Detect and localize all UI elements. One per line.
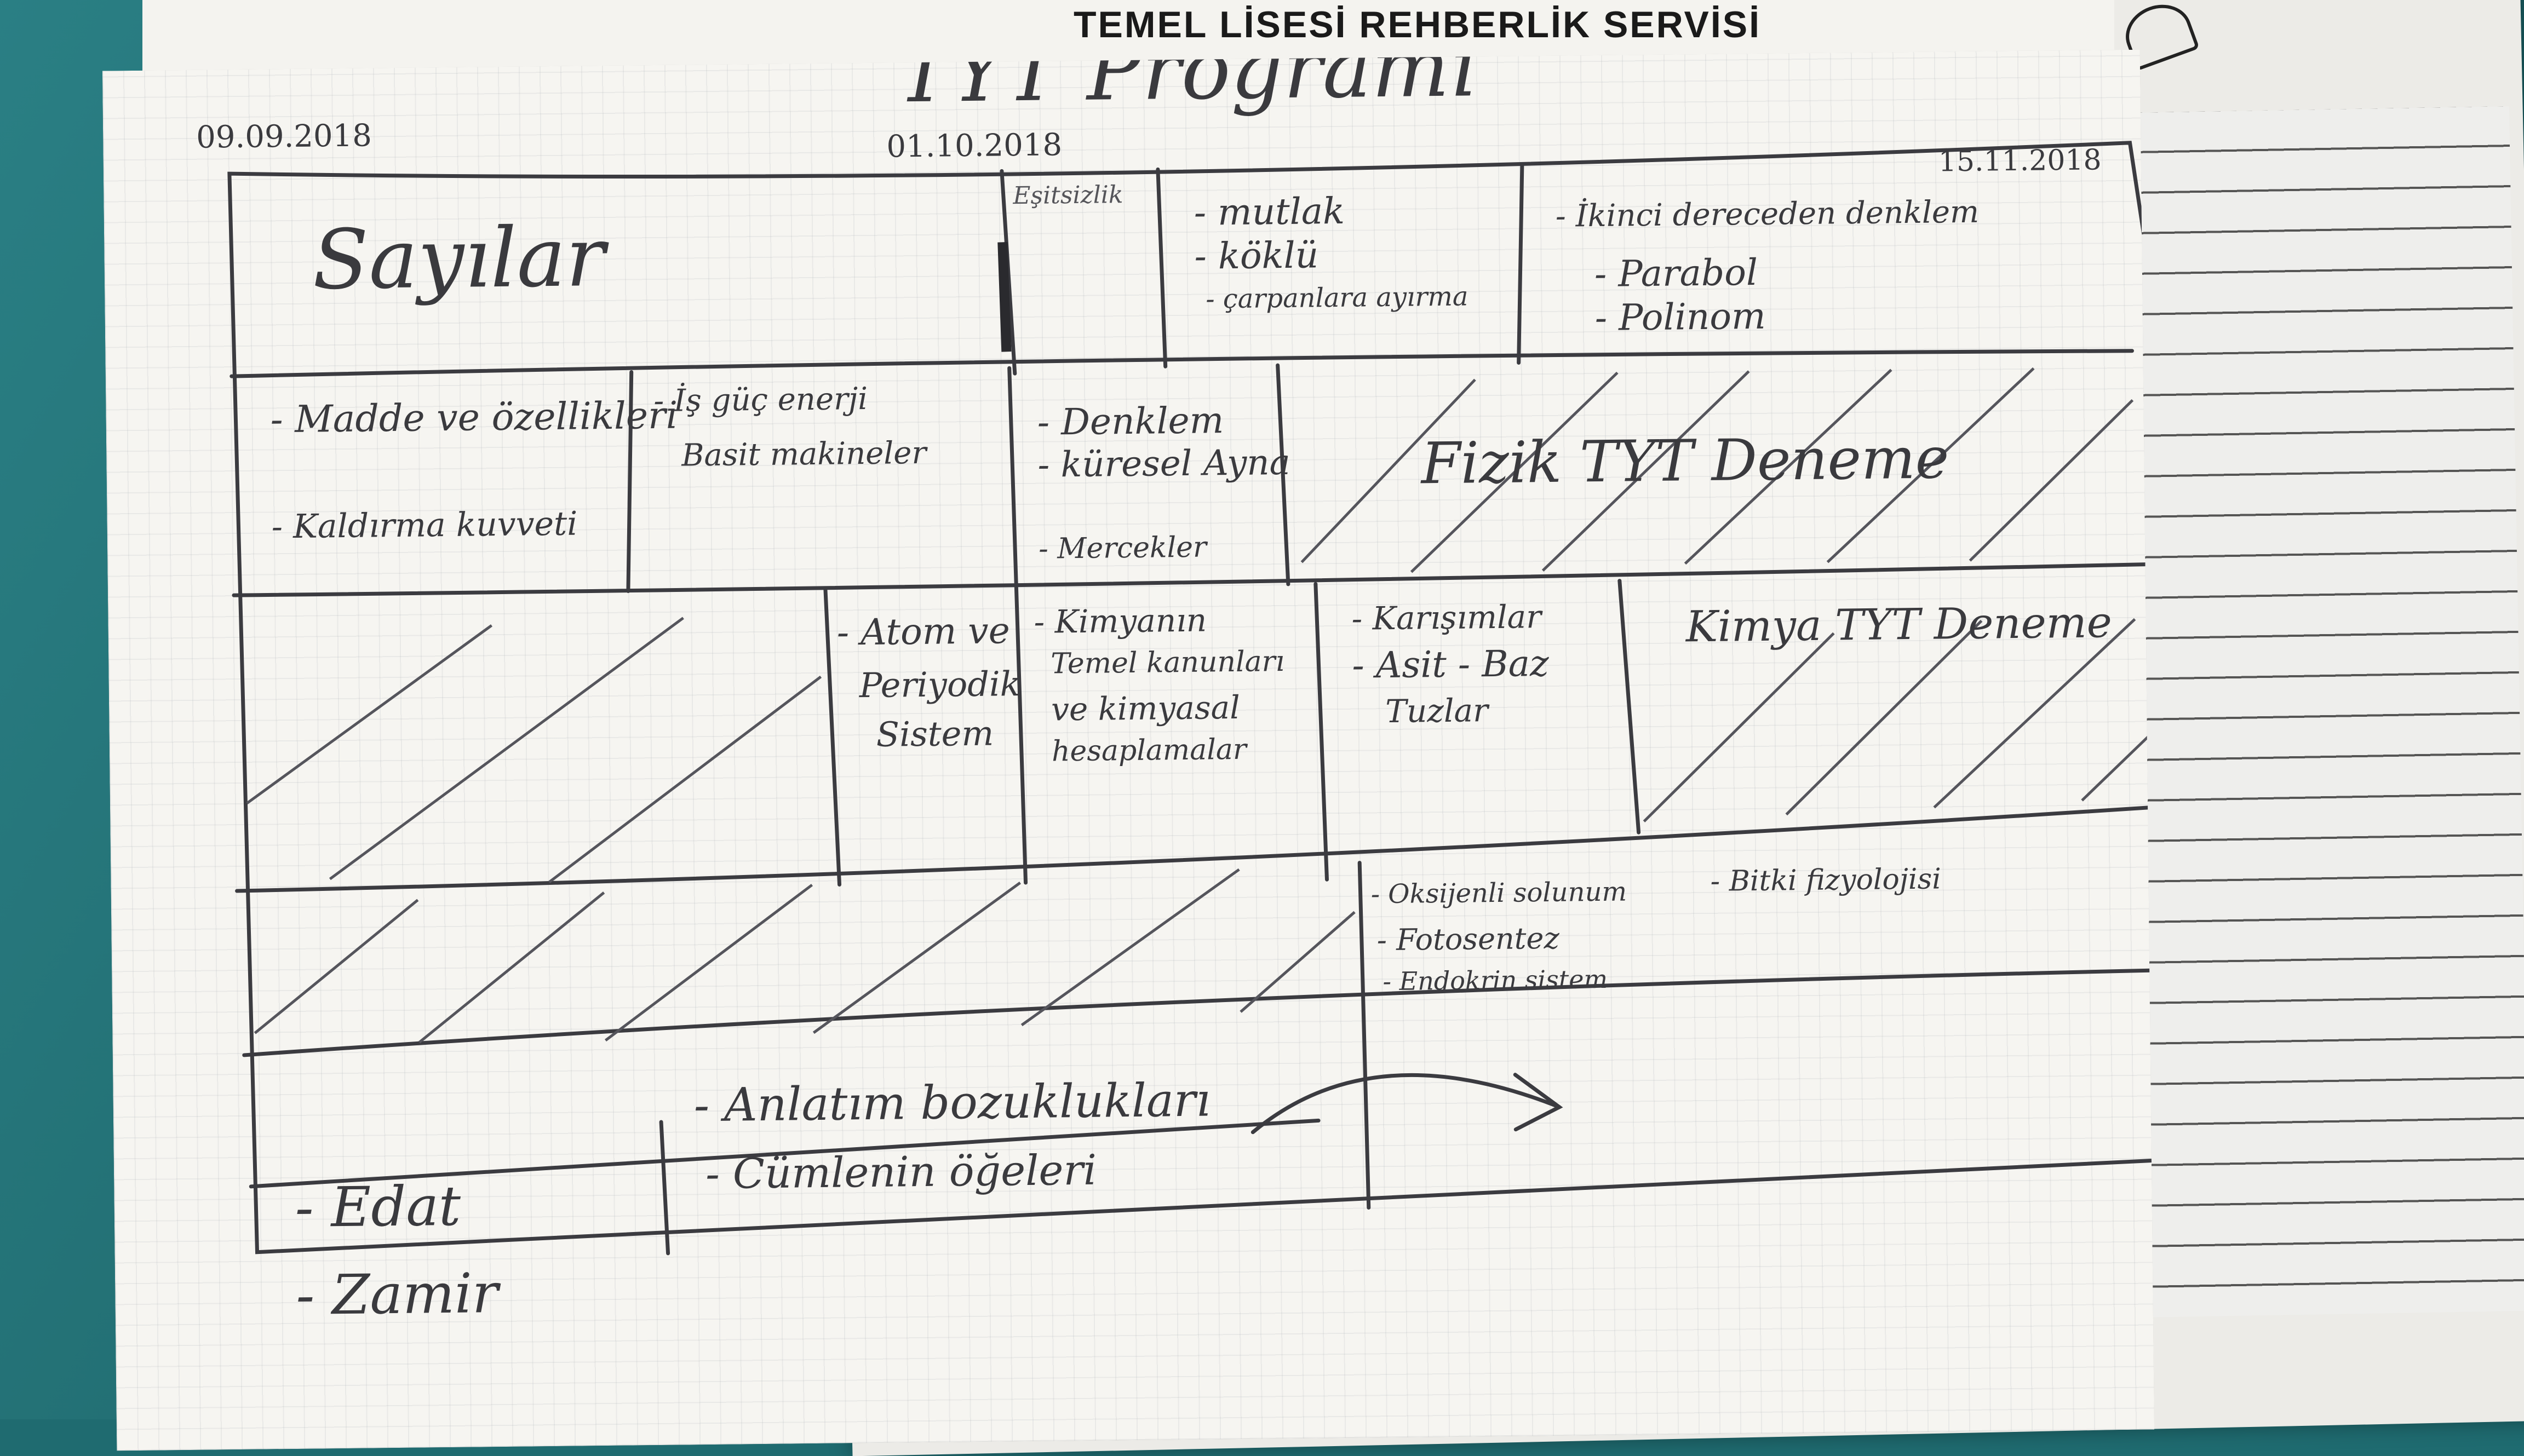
cell-biyoloji-1: - Oksijenli solunum: [1370, 876, 1627, 910]
cell-ikinci-2: - Parabol: [1594, 251, 1758, 296]
cell-madde-2: - Kaldırma kuvveti: [271, 504, 578, 546]
cell-kimyanin-2: Temel kanunları: [1051, 645, 1285, 681]
cell-denklem-1: - Denklem: [1037, 399, 1224, 444]
hand-drawn-grid: [102, 50, 2154, 1451]
cell-madde-1: - Madde ve özellikleri: [270, 394, 678, 442]
schedule-sheet: TYT Programı 09.09.2018 01.10.2018 15.11…: [102, 50, 2154, 1451]
cell-mutlak-2: - köklü: [1194, 234, 1319, 278]
cell-anlatim-1: - Anlatım bozuklukları: [693, 1073, 1211, 1132]
cell-biyoloji-3: - Endokrin sistem: [1383, 964, 1608, 997]
cell-esitsizlik: Eşitsizlik: [1013, 181, 1123, 210]
cell-karisimlar-3: Tuzlar: [1385, 692, 1489, 730]
cell-fizik-deneme: Fizik TYT Deneme: [1420, 424, 1949, 497]
cell-ikinci-3: - Polinom: [1594, 295, 1766, 339]
cell-is-guc-1: - İş güç enerji: [653, 381, 868, 419]
cell-biyoloji-2: - Fotosentez: [1376, 920, 1560, 958]
header-title: TEMEL LİSESİ REHBERLİK SERVİSİ: [1074, 4, 1762, 45]
date-mid: 01.10.2018: [886, 127, 1063, 165]
cell-karisimlar-2: - Asit - Baz: [1351, 642, 1550, 687]
cell-atom-2: Periyodik: [859, 664, 1021, 706]
cell-sayilar: Sayılar: [312, 209, 606, 308]
cell-is-guc-2: Basit makineler: [681, 435, 927, 474]
cell-bitki: - Bitki fizyolojisi: [1710, 862, 1942, 898]
cell-kimyanin-4: hesaplamalar: [1051, 733, 1247, 768]
cell-mutlak-3: - çarpanlara ayırma: [1206, 281, 1468, 315]
cell-anlatim-2: - Cümlenin öğeleri: [705, 1145, 1097, 1199]
cell-atom-3: Sistem: [876, 713, 994, 755]
cell-kimyanin-3: ve kimyasal: [1051, 688, 1241, 728]
cell-denklem-2: - küresel Ayna: [1037, 442, 1291, 486]
cell-ikinci-1: - İkinci dereceden denklem: [1555, 194, 1980, 234]
cell-atom-1: - Atom ve: [836, 609, 1011, 654]
cell-kimya-deneme: Kimya TYT Deneme: [1685, 598, 2113, 652]
cell-kimyanin-1: - Kimyanın: [1034, 601, 1207, 641]
date-end: 15.11.2018: [1938, 143, 2102, 179]
cell-karisimlar-1: - Karışımlar: [1351, 598, 1542, 637]
date-start: 09.09.2018: [196, 118, 372, 156]
cell-denklem-3: - Mercekler: [1038, 531, 1207, 566]
cell-edat: - Edat: [295, 1173, 461, 1240]
lined-form-sheet: [2125, 106, 2524, 1317]
cell-zamir: - Zamir: [295, 1261, 499, 1327]
cell-mutlak-1: - mutlak: [1194, 189, 1345, 234]
